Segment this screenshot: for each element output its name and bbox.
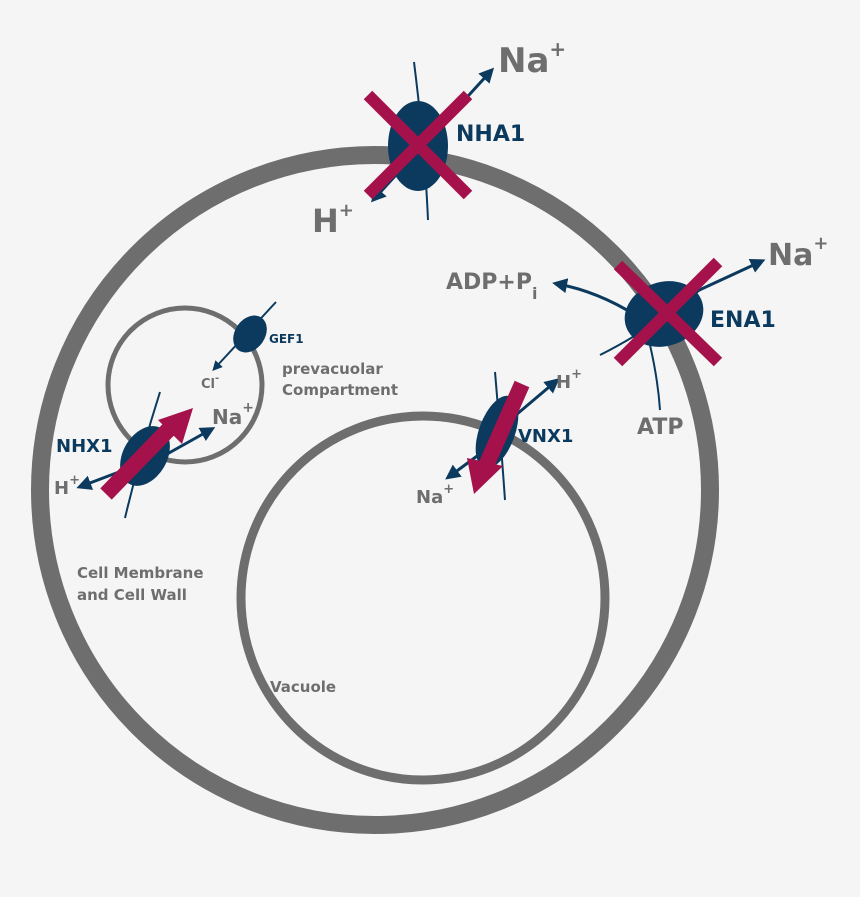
vacuole-membrane <box>236 411 610 785</box>
adp-label: ADP+Pi <box>446 270 537 303</box>
vacuole-label: Vacuole <box>270 678 336 696</box>
cell-membrane-label: Cell Membrane <box>77 564 204 582</box>
na-label-top: Na+ <box>498 37 566 81</box>
gef1-label: GEF1 <box>269 332 304 346</box>
na-label-nhx: Na+ <box>212 400 254 429</box>
nhx1-label: NHX1 <box>56 436 113 457</box>
h-label-top: H+ <box>312 200 354 240</box>
compartment-label: Compartment <box>282 381 398 399</box>
nhx1-overexpression-arrow-icon <box>100 408 193 500</box>
prevacuolar-membrane <box>105 305 265 465</box>
ena1-label: ENA1 <box>710 308 776 333</box>
ena1-knockout-icon <box>613 257 723 367</box>
nha1-knockout-icon <box>363 90 473 200</box>
cl-label: Cl- <box>201 373 219 392</box>
gef1-transporter <box>212 301 277 371</box>
vnx1-overexpression-arrow-icon <box>467 380 530 494</box>
na-label-vnx: Na+ <box>416 482 454 508</box>
prevacuolar-label: prevacuolar <box>282 360 383 378</box>
h-label-nhx: H+ <box>54 473 80 499</box>
h-label-vnx: H+ <box>556 367 582 393</box>
na-label-right: Na+ <box>768 233 828 273</box>
vnx1-label: VNX1 <box>518 426 573 447</box>
nha1-label: NHA1 <box>456 122 525 147</box>
ena1-transporter <box>552 258 766 411</box>
atp-label: ATP <box>637 415 683 440</box>
cell-membrane <box>31 146 719 834</box>
cell-wall-label: and Cell Wall <box>77 586 187 604</box>
